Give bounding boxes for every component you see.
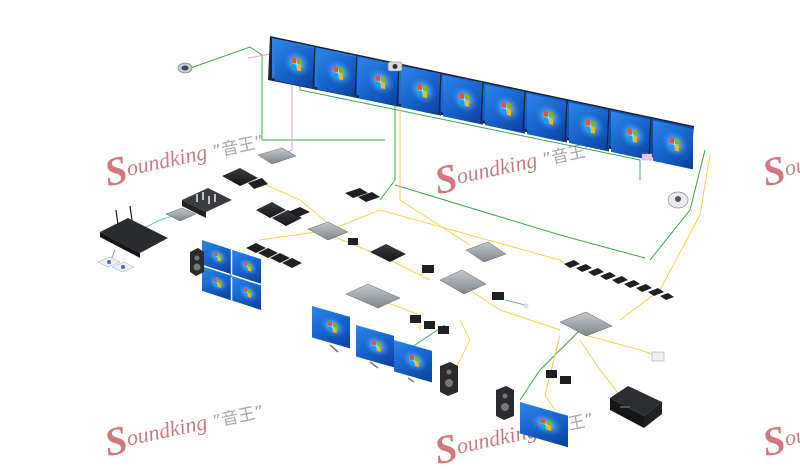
wireless-router-icon	[100, 206, 168, 258]
cable-yellow	[470, 290, 560, 330]
receiver-box	[642, 154, 652, 160]
cable-green	[505, 300, 525, 305]
network-switch-icon	[466, 242, 506, 262]
cable-yellow	[260, 210, 570, 268]
network-switch-icon	[560, 312, 612, 336]
speaker-icon	[496, 386, 514, 420]
desk-monitor	[520, 402, 568, 447]
camera-icon	[388, 62, 402, 71]
switch-port-row	[564, 260, 674, 300]
cable-yellow	[585, 335, 655, 355]
cable-green	[520, 325, 585, 400]
converter-box	[422, 265, 434, 273]
cable-green	[395, 185, 645, 258]
video-wall	[268, 36, 694, 169]
ptz-camera-icon	[668, 192, 688, 208]
wireless-microphone-pads	[98, 257, 134, 272]
cable-yellow	[455, 320, 470, 370]
network-switch-icon	[440, 270, 486, 294]
control-host	[370, 244, 406, 262]
converter-box	[492, 292, 504, 300]
ceiling-speaker-icon	[178, 63, 192, 73]
cable-yellow	[330, 235, 430, 280]
cable-yellow	[580, 340, 620, 395]
speaker-icon	[190, 248, 204, 276]
network-port	[524, 304, 529, 309]
decoder-row	[410, 315, 449, 334]
decoder-cluster	[256, 202, 310, 226]
decoder-strip	[345, 188, 380, 202]
diagram-canvas	[0, 0, 800, 450]
system-topology-diagram: Soundking”音王” Soundking”音王” Soundking”音王…	[0, 0, 800, 450]
splitter-box	[348, 238, 358, 245]
speaker-icon	[440, 362, 458, 396]
decoder-row	[546, 370, 571, 384]
wall-socket	[652, 352, 664, 361]
